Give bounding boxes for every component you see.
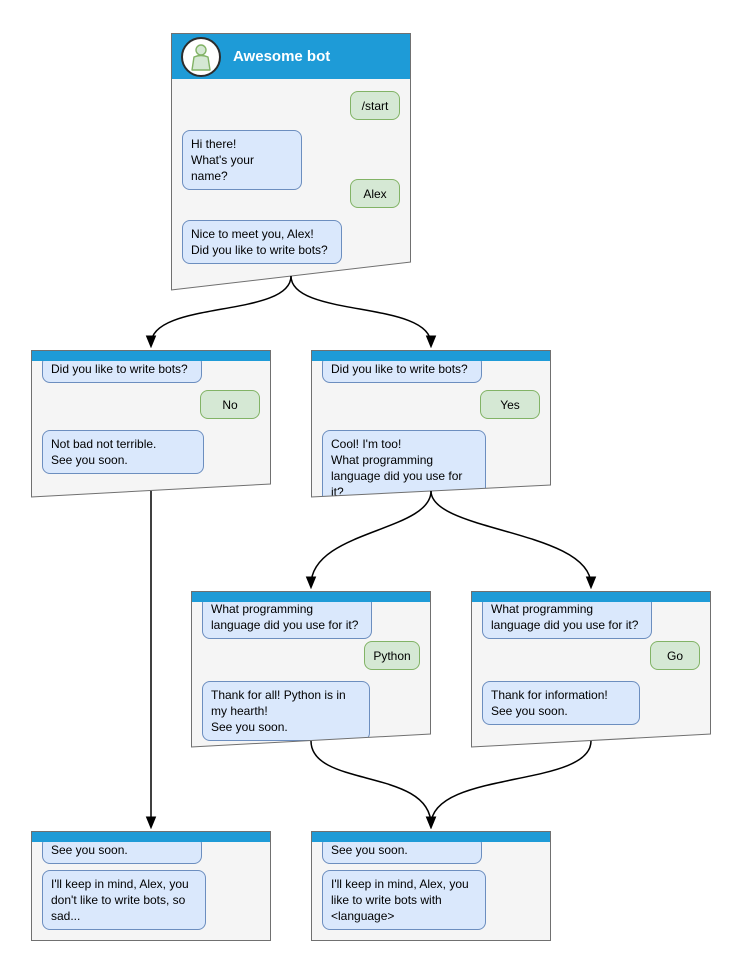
bot-message-bubble: Thank for all! Python is in my hearth! S…: [202, 681, 370, 741]
chat-window-end-no: See you soon. I'll keep in mind, Alex, y…: [31, 831, 271, 941]
chat-window-branch-go: What programming language did you use fo…: [471, 591, 711, 747]
flow-arrow-yes-to-go: [430, 490, 591, 585]
flow-arrow-start-to-yes: [290, 275, 431, 344]
chat-window-branch-python: What programming language did you use fo…: [191, 591, 431, 747]
bot-message-bubble: Nice to meet you, Alex! Did you like to …: [182, 220, 342, 264]
chat-window-branch-no: Did you like to write bots? No Not bad n…: [31, 350, 271, 497]
chat-window-branch-yes: Did you like to write bots? Yes Cool! I'…: [311, 350, 551, 497]
bot-message-bubble: Thank for information! See you soon.: [482, 681, 640, 725]
window-titlebar: [472, 592, 710, 602]
flow-arrow-yes-to-python: [311, 490, 432, 585]
person-icon: [181, 36, 221, 77]
bot-message-bubble: Not bad not terrible. See you soon.: [42, 430, 204, 474]
window-title: Awesome bot: [233, 48, 331, 65]
window-titlebar: [32, 832, 270, 842]
window-header: Awesome bot: [172, 34, 410, 79]
bot-message-bubble: Hi there! What's your name?: [182, 130, 302, 190]
user-message-bubble: No: [200, 390, 260, 419]
bot-message-bubble: What programming language did you use fo…: [202, 595, 372, 639]
user-message-bubble: Go: [650, 641, 700, 670]
flow-arrow-python-to-end: [310, 740, 431, 825]
bot-message-bubble: Cool! I'm too! What programming language…: [322, 430, 486, 497]
user-message-bubble: Python: [364, 641, 420, 670]
user-message-bubble: Yes: [480, 390, 540, 419]
bot-message-bubble: I'll keep in mind, Alex, you like to wri…: [322, 870, 486, 930]
chat-window-end-yes: See you soon. I'll keep in mind, Alex, y…: [311, 831, 551, 941]
user-message-bubble: /start: [350, 91, 400, 120]
window-titlebar: [32, 351, 270, 361]
bot-message-bubble: I'll keep in mind, Alex, you don't like …: [42, 870, 206, 930]
chat-window-start: Awesome bot /start Hi there! What's your…: [171, 33, 411, 290]
window-titlebar: [192, 592, 430, 602]
window-titlebar: [312, 832, 550, 842]
window-titlebar: [312, 351, 550, 361]
user-message-bubble: Alex: [350, 179, 400, 208]
flow-arrow-go-to-end: [431, 740, 592, 825]
